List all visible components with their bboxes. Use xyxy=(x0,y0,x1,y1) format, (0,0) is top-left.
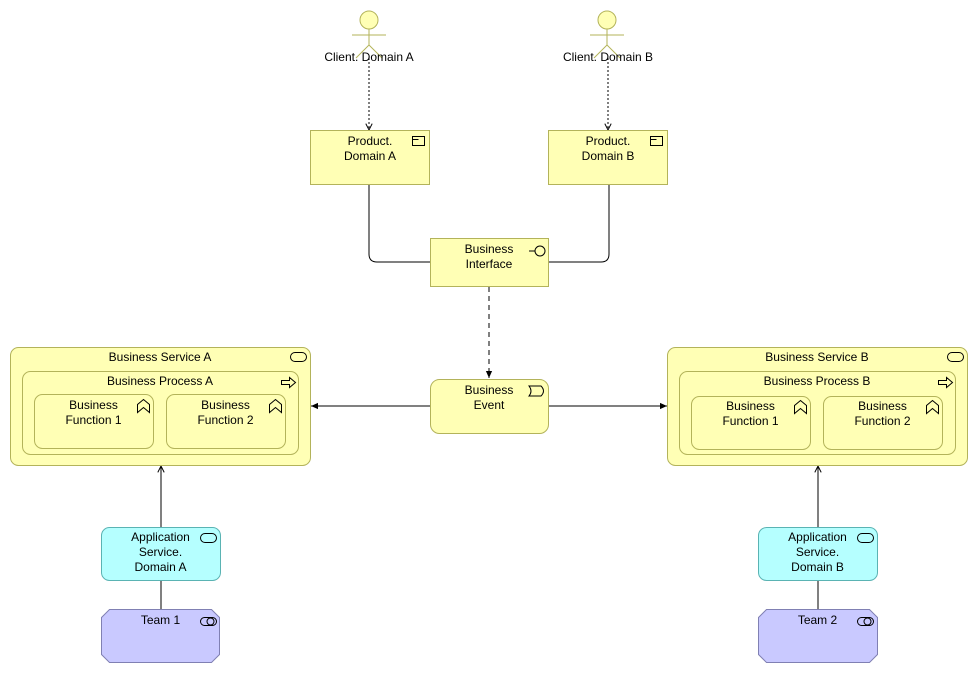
service-pill-icon xyxy=(947,352,964,362)
business-function-b1-label: Business Function 1 xyxy=(722,399,779,428)
team-1-label: Team 1 xyxy=(140,613,181,627)
product-domain-a-box[interactable] xyxy=(310,130,430,185)
business-function-b2-label: Business Function 2 xyxy=(854,399,911,428)
team-1-box[interactable] xyxy=(101,609,220,663)
business-function-b2-box[interactable] xyxy=(823,396,943,450)
product-domain-a-label: Product. Domain A xyxy=(343,134,397,163)
business-service-a-label: Business Service A xyxy=(108,350,212,364)
function-chevron-icon xyxy=(926,399,939,415)
stick-figure-icon xyxy=(590,10,624,59)
actor-client-a-label: Client. Domain A xyxy=(324,50,414,64)
product-domain-b-label: Product. Domain B xyxy=(581,134,635,163)
connector-product-a-interface xyxy=(368,184,430,263)
business-service-b-label: Business Service B xyxy=(765,350,869,364)
business-function-a1-label: Business Function 1 xyxy=(65,398,122,427)
application-service-a-box[interactable] xyxy=(101,527,221,581)
business-interface-box[interactable] xyxy=(430,238,549,287)
connector-product-b-interface xyxy=(548,184,610,263)
product-icon xyxy=(650,136,663,146)
team-2-box[interactable] xyxy=(758,609,878,663)
stick-figure-icon xyxy=(352,10,386,59)
actor-client-b-label: Client. Domain B xyxy=(562,50,654,64)
function-chevron-icon xyxy=(137,398,150,414)
application-service-b-label: Application Service. Domain B xyxy=(788,530,847,574)
team-2-label: Team 2 xyxy=(797,613,838,627)
function-chevron-icon xyxy=(269,398,282,414)
business-process-b-label: Business Process B xyxy=(763,374,871,388)
business-function-b1-box[interactable] xyxy=(691,396,811,450)
service-pill-icon xyxy=(857,533,874,543)
actor-client-a[interactable] xyxy=(352,10,386,59)
product-domain-b-box[interactable] xyxy=(548,130,668,185)
actor-client-b[interactable] xyxy=(590,10,624,59)
business-event-box[interactable] xyxy=(430,379,549,434)
business-function-a2-label: Business Function 2 xyxy=(197,398,254,427)
business-function-a1-box[interactable] xyxy=(34,394,154,449)
process-arrow-icon xyxy=(938,376,954,389)
node-icon xyxy=(200,617,217,626)
application-service-a-label: Application Service. Domain A xyxy=(131,530,190,574)
process-arrow-icon xyxy=(281,376,297,389)
node-icon xyxy=(857,617,874,626)
business-interface-label: Business Interface xyxy=(464,242,514,271)
business-function-a2-box[interactable] xyxy=(166,394,286,449)
service-pill-icon xyxy=(290,352,307,362)
service-pill-icon xyxy=(200,533,217,543)
connections xyxy=(161,58,818,609)
business-process-a-label: Business Process A xyxy=(106,374,214,388)
event-icon xyxy=(527,385,544,397)
function-chevron-icon xyxy=(794,399,807,415)
interface-lollipop-icon xyxy=(529,245,546,257)
product-icon xyxy=(412,136,425,146)
business-event-label: Business Event xyxy=(464,383,514,412)
application-service-b-box[interactable] xyxy=(758,527,878,581)
